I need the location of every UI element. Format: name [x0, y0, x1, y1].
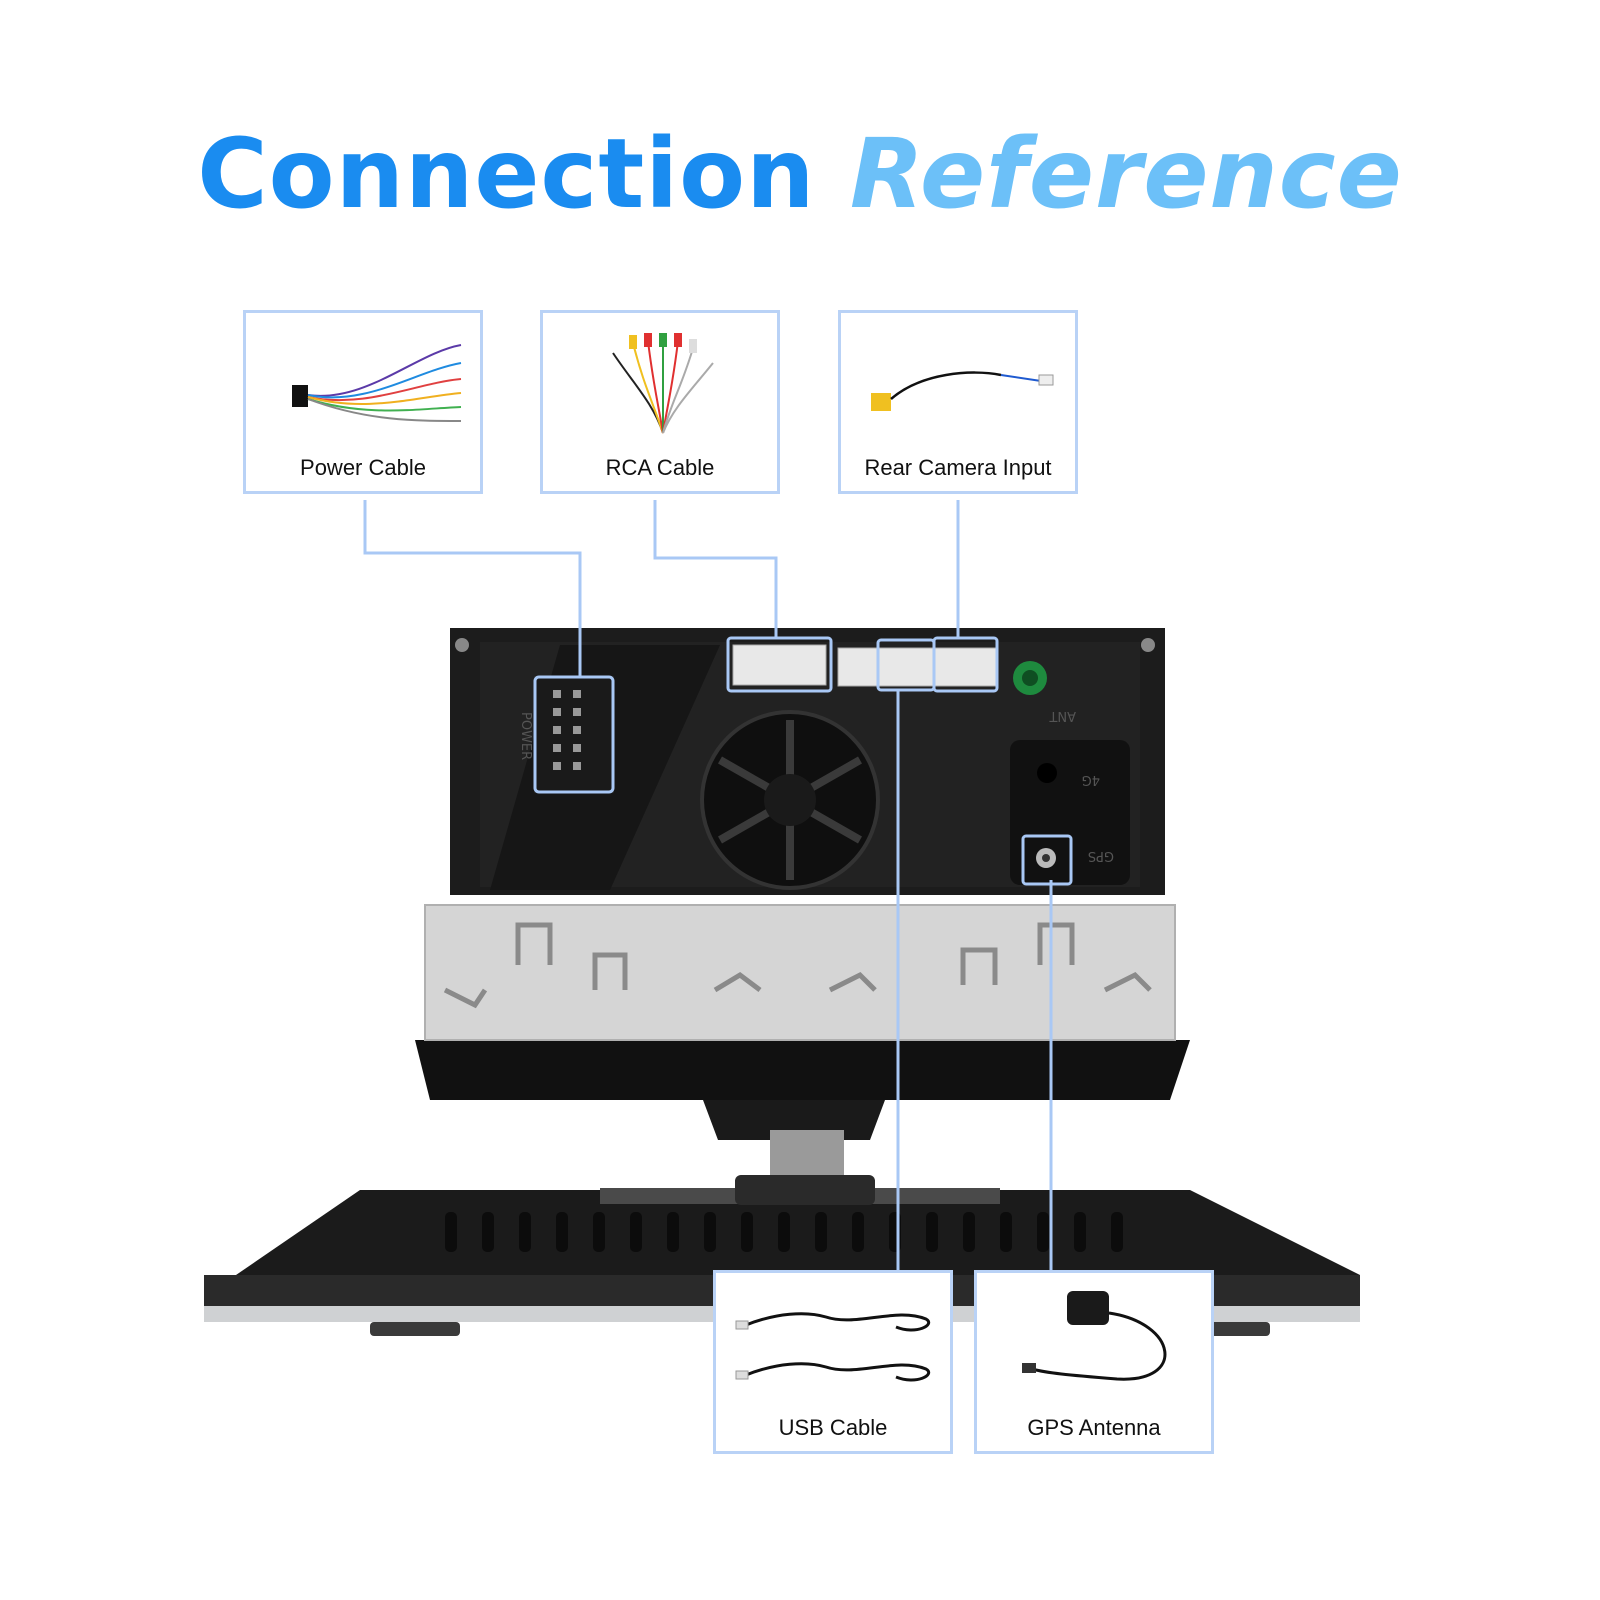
power-cable-image [292, 344, 462, 422]
gps-antenna-image [1022, 1291, 1167, 1381]
rear-camera-label: Rear Camera Input [864, 455, 1052, 480]
usb-cable-card: USB Cable [713, 1270, 953, 1454]
rear-camera-card: Rear Camera Input [838, 310, 1078, 494]
rca-cable-image [612, 333, 714, 434]
front-bezel [415, 1040, 1190, 1100]
gps-port-marking: GPS [1088, 848, 1114, 863]
ports [534, 644, 997, 793]
page-title: Connection Reference [0, 118, 1600, 230]
title-word-reference: Reference [849, 118, 1403, 230]
mount-stem [703, 1100, 885, 1205]
gps-antenna-label: GPS Antenna [1027, 1415, 1161, 1440]
title-word-connection: Connection [197, 118, 816, 230]
usb-cable-image [735, 1312, 930, 1382]
rear-camera-cable-image [871, 371, 1054, 411]
power-port-marking: POWER [518, 712, 533, 760]
4g-port-marking: 4G [1082, 772, 1100, 787]
mounting-bracket [424, 904, 1176, 1041]
power-cable-card: Power Cable [243, 310, 483, 494]
power-cable-label: Power Cable [300, 455, 426, 480]
gps-antenna-card: GPS Antenna [974, 1270, 1214, 1454]
rca-cable-label: RCA Cable [605, 455, 715, 480]
ant-port-marking: ANT [1049, 708, 1076, 723]
callout-lines [363, 500, 1073, 1270]
rca-cable-card: RCA Cable [540, 310, 780, 494]
usb-cable-label: USB Cable [778, 1415, 888, 1440]
